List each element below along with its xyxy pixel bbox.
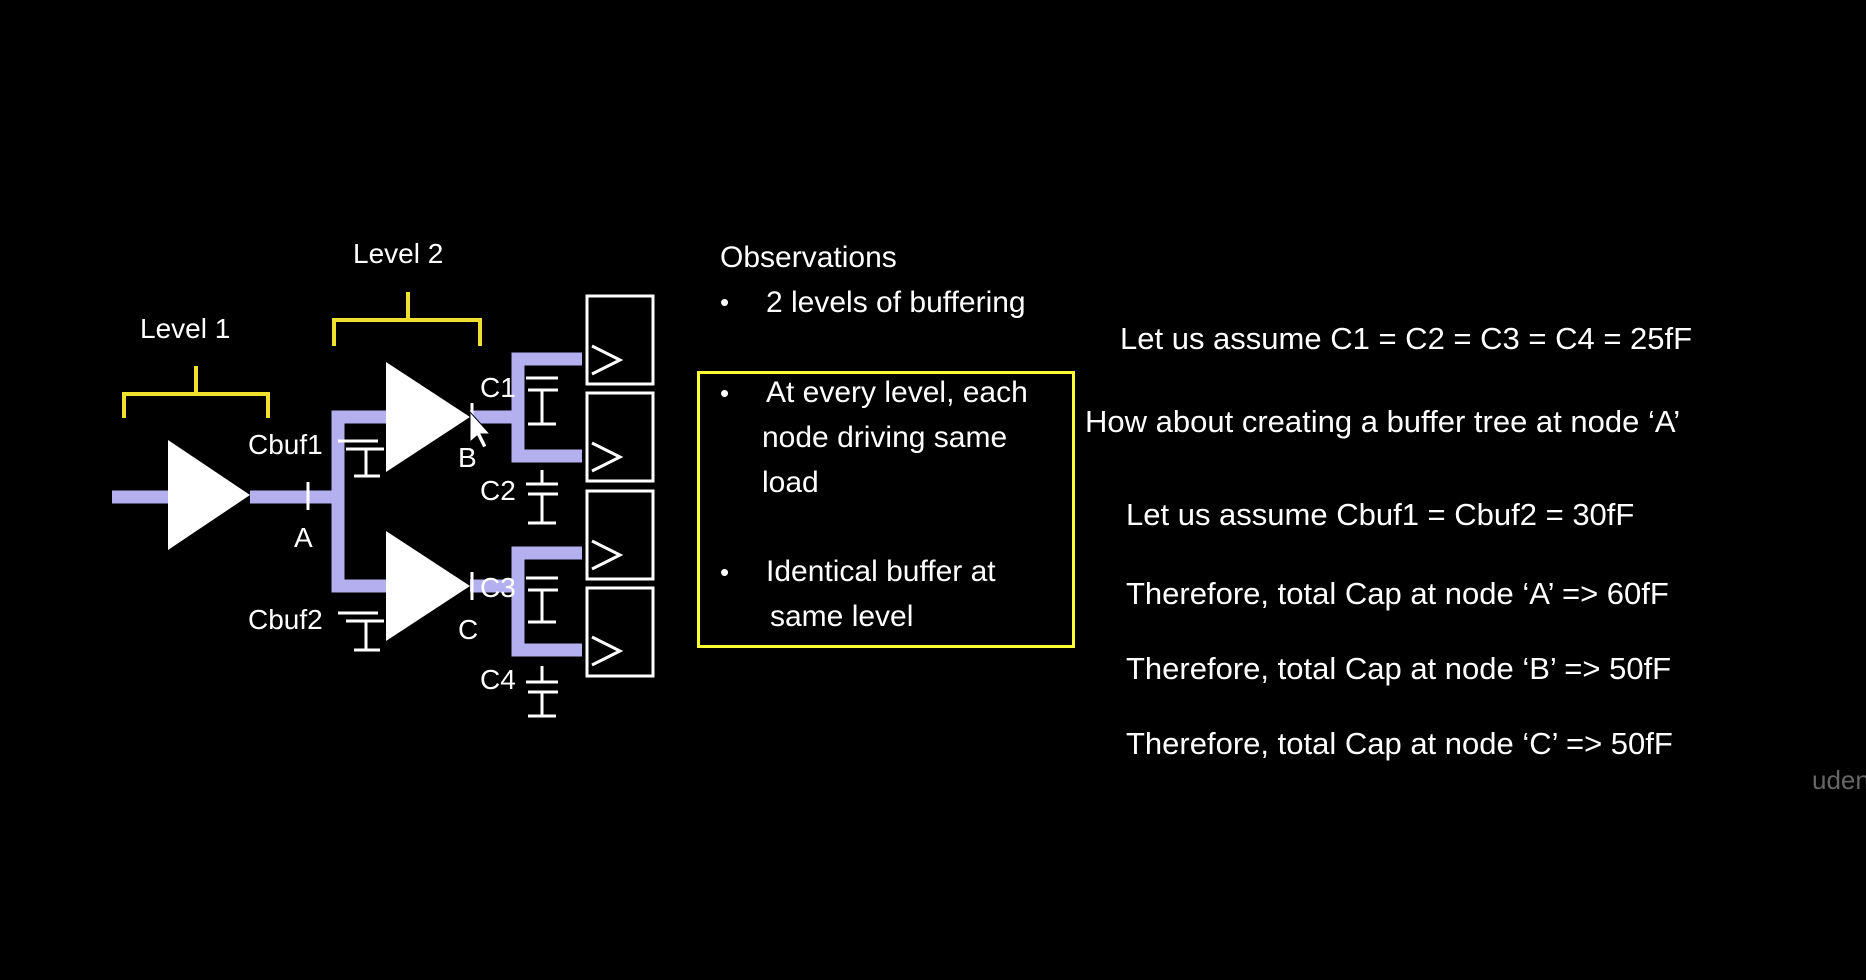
c3-label: C3 <box>480 572 516 603</box>
level2-fanout-wire <box>331 410 386 593</box>
level1-buffer-icon <box>168 440 250 550</box>
level2-bracket-icon <box>332 292 482 346</box>
observations-highlight-box <box>697 371 1075 648</box>
boxed-item-1-line-2: node driving same <box>762 421 1008 454</box>
wires <box>112 352 582 657</box>
boxed-item-2-line-2: same level <box>770 600 914 633</box>
flip-flop-1 <box>585 294 655 386</box>
note-assume-cbuf-values: Let us assume Cbuf1 = Cbuf2 = 30fF <box>1126 497 1635 532</box>
level2-top-buffer-icon <box>386 362 470 472</box>
observation-item-1: 2 levels of buffering <box>766 286 1026 319</box>
observations-title: Observations <box>720 241 897 274</box>
watermark: uden <box>1812 765 1866 795</box>
bullet-icon: • <box>720 557 730 587</box>
bullet-icon: • <box>720 378 730 408</box>
cbuf1-capacitor-icon <box>338 439 384 478</box>
note-assume-c-values: Let us assume C1 = C2 = C3 = C4 = 25fF <box>1120 321 1693 356</box>
level2-bottom-buffer-icon <box>386 531 470 641</box>
mouse-cursor-icon <box>469 410 492 449</box>
c3-capacitor-icon <box>526 576 558 624</box>
flip-flop-3 <box>585 489 655 581</box>
level2-label: Level 2 <box>353 238 444 269</box>
note-total-cap-a: Therefore, total Cap at node ‘A’ => 60fF <box>1126 576 1669 611</box>
node-c-wire <box>470 546 582 657</box>
flip-flop-3-clock-icon <box>591 539 624 571</box>
node-b-wire <box>470 352 582 463</box>
cbuf2-capacitor-icon <box>338 611 384 652</box>
level1-label: Level 1 <box>140 313 231 344</box>
boxed-item-2-line-1: Identical buffer at <box>766 555 996 588</box>
flip-flops <box>585 294 655 678</box>
c4-label: C4 <box>480 664 516 695</box>
flip-flop-2 <box>585 391 655 483</box>
cbuf1-label: Cbuf1 <box>248 429 323 460</box>
flip-flop-4 <box>585 586 655 678</box>
node-a-label: A <box>294 522 313 553</box>
level1-bracket-icon <box>122 366 270 418</box>
c2-capacitor-icon <box>526 470 558 525</box>
c1-capacitor-icon <box>526 376 558 426</box>
c1-label: C1 <box>480 372 516 403</box>
note-total-cap-b: Therefore, total Cap at node ‘B’ => 50fF <box>1126 651 1672 686</box>
bullet-icon: • <box>720 287 730 317</box>
boxed-item-1-line-1: At every level, each <box>766 376 1028 409</box>
flip-flop-2-clock-icon <box>591 441 624 473</box>
c2-label: C2 <box>480 475 516 506</box>
cbuf2-label: Cbuf2 <box>248 604 323 635</box>
buffers <box>168 362 470 641</box>
node-b-label: B <box>458 442 477 473</box>
flip-flop-4-clock-icon <box>591 635 624 667</box>
c4-capacitor-icon <box>526 666 558 718</box>
note-buffer-tree-question: How about creating a buffer tree at node… <box>1085 404 1681 439</box>
flip-flop-1-clock-icon <box>591 344 624 376</box>
level-brackets <box>122 292 482 418</box>
note-total-cap-c: Therefore, total Cap at node ‘C’ => 50fF <box>1126 726 1673 761</box>
node-c-label: C <box>458 614 479 645</box>
boxed-item-1-line-3: load <box>762 466 819 499</box>
